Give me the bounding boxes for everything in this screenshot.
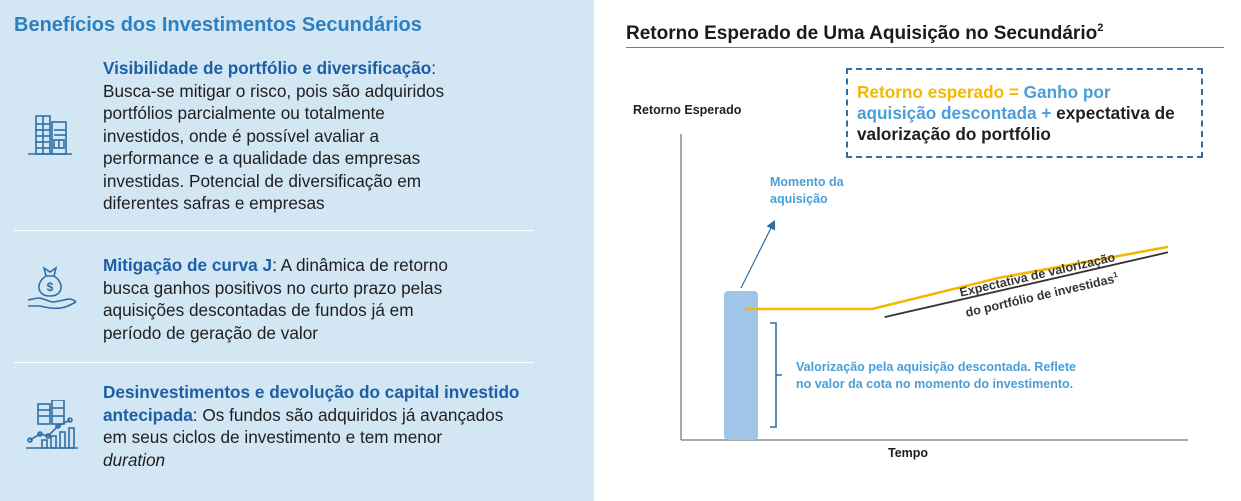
growth-chart-buildings-icon xyxy=(24,400,80,450)
acquisition-bar xyxy=(724,291,758,440)
acquisition-annotation: Momento da aquisição xyxy=(770,174,844,208)
buildings-icon xyxy=(24,110,76,158)
benefit-heading: Mitigação de curva J xyxy=(103,255,273,275)
annotation-line: Momento da xyxy=(770,175,844,189)
divider xyxy=(14,230,534,231)
svg-text:$: $ xyxy=(47,280,54,294)
formula-text: Retorno esperado = Ganho por aquisição d… xyxy=(857,82,1197,145)
series-line-expected-return xyxy=(745,245,1169,311)
divider xyxy=(14,362,534,363)
benefit-text: Busca-se mitigar o risco, pois são adqui… xyxy=(103,80,445,101)
benefit-portfolio-visibility: Visibilidade de portfólio e diversificaç… xyxy=(103,57,543,215)
title-rule xyxy=(626,47,1224,48)
series-line-portfolio-appreciation xyxy=(884,251,1169,318)
chart-title-text: Retorno Esperado de Uma Aquisição no Sec… xyxy=(626,23,1098,44)
valuation-bracket xyxy=(770,322,782,428)
benefit-text: portfólios parcialmente ou totalmente xyxy=(103,103,385,123)
benefit-text: : Os fundos são adquiridos já avançados xyxy=(192,404,504,425)
benefit-text: busca ganhos positivos no curto prazo pe… xyxy=(103,277,443,298)
benefit-text: duration xyxy=(103,449,166,470)
benefit-text: investidas. Potencial de diversificação … xyxy=(103,170,422,191)
benefit-heading: Desinvestimentos e devolução do capital … xyxy=(103,382,520,402)
chart-title: Retorno Esperado de Uma Aquisição no Sec… xyxy=(626,22,1103,45)
annotation-line: aquisição xyxy=(770,192,828,206)
formula-box xyxy=(846,68,1203,158)
benefits-title: Benefícios dos Investimentos Secundários xyxy=(14,14,422,36)
annotation-line: Valorização pela aquisição descontada. R… xyxy=(796,360,1076,374)
benefit-text: : A dinâmica de retorno xyxy=(272,255,448,275)
formula-part-discount-gain: Ganho por xyxy=(1023,82,1111,102)
benefit-text: performance e a qualidade das empresas xyxy=(103,148,421,168)
benefit-j-curve: Mitigação de curva J: A dinâmica de reto… xyxy=(103,254,543,344)
benefits-panel: Benefícios dos Investimentos Secundários… xyxy=(0,0,594,501)
benefit-text: diferentes safras e empresas xyxy=(103,193,325,213)
benefit-text: : xyxy=(431,58,437,78)
annotation-line: no valor da cota no momento do investime… xyxy=(796,377,1074,391)
formula-part-appreciation: expectativa de xyxy=(1056,103,1175,123)
benefit-early-divestment: Desinvestimentos e devolução do capital … xyxy=(103,381,543,471)
formula-part-discount-gain: aquisição descontada + xyxy=(857,103,1057,123)
chart-title-footnote: 2 xyxy=(1097,22,1104,34)
annotation-footnote: 1 xyxy=(1112,269,1119,280)
acquisition-arrow xyxy=(740,219,776,289)
benefit-heading: antecipada xyxy=(103,404,193,425)
benefit-text: em seus ciclos de investimento e tem men… xyxy=(103,427,443,447)
formula-part-appreciation: valorização do portfólio xyxy=(857,124,1051,144)
benefit-text: período de geração de valor xyxy=(103,322,318,343)
benefit-heading: Visibilidade de portfólio e diversificaç… xyxy=(103,58,432,78)
x-axis-label: Tempo xyxy=(888,446,929,460)
benefit-text: investidos, onde é possível avaliar a xyxy=(103,125,380,146)
benefit-text: aquisições descontadas de fundos já em xyxy=(103,300,414,320)
valuation-annotation: Valorização pela aquisição descontada. R… xyxy=(796,359,1076,393)
y-axis-label: Retorno Esperado xyxy=(633,103,742,117)
money-bag-hand-icon: $ xyxy=(24,262,80,316)
formula-part-expected-return: Retorno esperado = xyxy=(857,82,1024,102)
